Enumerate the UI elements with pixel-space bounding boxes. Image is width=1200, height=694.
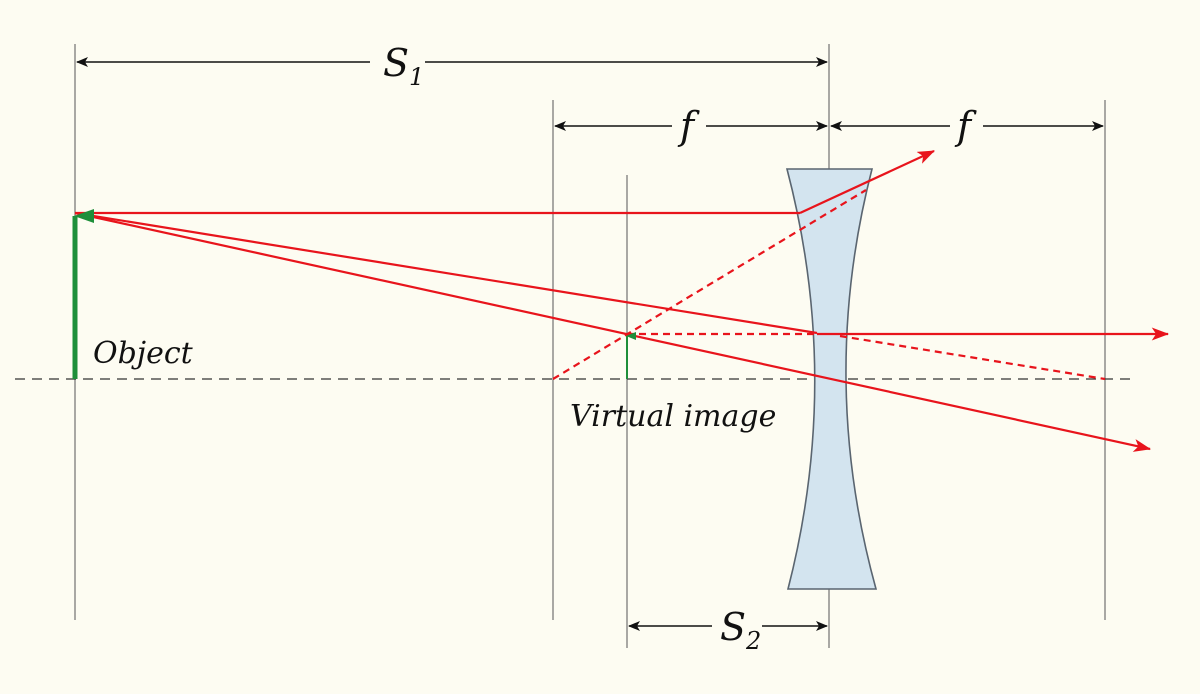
- f-right-label: f: [954, 104, 977, 148]
- s1-label: S1: [383, 41, 424, 91]
- ray-parallel-virtual-extension: [552, 189, 867, 380]
- ray-chief-dashed-extension: [839, 334, 1106, 381]
- f-left-label: f: [677, 104, 700, 148]
- ray-focal-incident: [74, 211, 818, 335]
- s2-label: S2: [720, 605, 761, 655]
- ray-parallel-refracted: [799, 150, 935, 214]
- object-label: Object: [93, 336, 194, 371]
- virtual-image-label: Virtual image: [570, 399, 776, 434]
- ray-chief-through-center: [74, 211, 1152, 452]
